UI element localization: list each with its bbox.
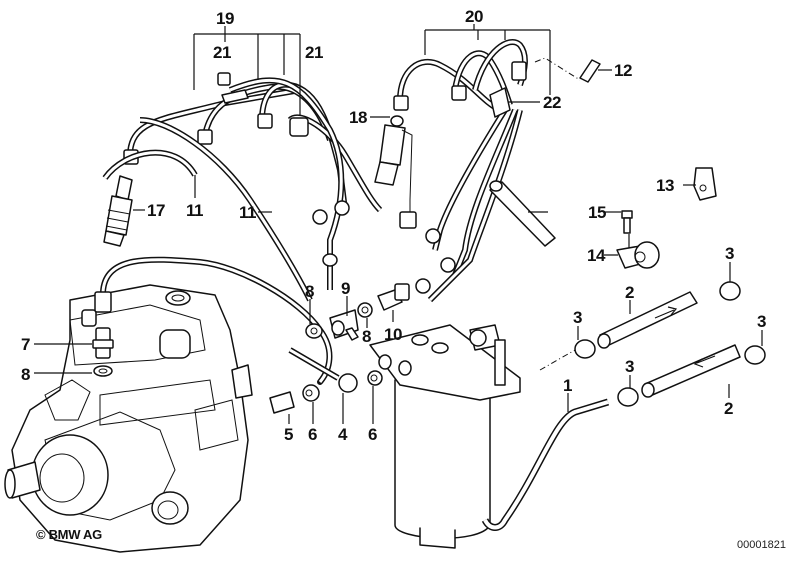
- t-piece-9: [329, 309, 359, 341]
- callout-2a: 2: [625, 283, 634, 302]
- callout-19: 20: [465, 7, 483, 26]
- gasket-ring-6b: [367, 370, 383, 386]
- callout-13: 13: [656, 176, 674, 195]
- gasket-ring-8c: [357, 302, 373, 318]
- callout-10: 10: [384, 325, 402, 344]
- gasket-ring-8b: [305, 323, 323, 339]
- callout-6b: 6: [368, 425, 377, 444]
- copyright-notice: © BMW AG: [36, 527, 102, 542]
- document-id: 00001821: [737, 539, 786, 551]
- hollow-bolt-5: [269, 391, 295, 414]
- callout-14: 14: [587, 246, 606, 265]
- callout-16: 17: [147, 201, 165, 220]
- hose-clamp-3d: [617, 387, 639, 407]
- callout-21b: 22: [543, 93, 561, 112]
- callout-5: 5: [284, 425, 293, 444]
- callout-3b: 3: [573, 308, 582, 327]
- line-clamp-20: [217, 72, 231, 86]
- banjo-fitting-4: [338, 373, 358, 393]
- callout-9: 9: [341, 279, 350, 298]
- leak-off-hose-11b: [139, 117, 313, 302]
- hose-2a: [597, 291, 698, 349]
- callout-3c: 3: [757, 312, 766, 331]
- injection-line-set-19: [393, 39, 528, 303]
- clamp-clip-13: [693, 167, 717, 201]
- callout-17: 18: [349, 108, 367, 127]
- callout-8a: 8: [21, 365, 30, 384]
- fuel-filter: [369, 324, 521, 549]
- callout-labels: 19 21 21 20 22 12 13 15 14 3 2 3 3 3 2 1…: [21, 7, 767, 444]
- callout-3d: 3: [625, 357, 634, 376]
- gasket-ring-8a: [93, 365, 113, 377]
- protective-cover-22: [489, 181, 556, 247]
- callout-20: 21: [213, 43, 231, 62]
- gasket-ring-6a: [302, 384, 320, 402]
- line-clamp-21b: [489, 87, 511, 118]
- callout-2b: 2: [724, 399, 733, 418]
- injector-with-sensor-17: [374, 115, 417, 229]
- callout-12: 12: [614, 61, 632, 80]
- callout-8b: 8: [305, 282, 314, 301]
- callout-21a: 21: [305, 43, 323, 62]
- hose-clamp-3a: [719, 281, 741, 301]
- callout-8c: 8: [362, 327, 371, 346]
- callout-11a: 11: [186, 201, 203, 220]
- bolt-15: [621, 210, 633, 219]
- line-clamp-21a: [289, 117, 309, 137]
- hose-2b: [641, 344, 741, 398]
- callout-11b: 11: [239, 203, 256, 222]
- sleeve-12: [579, 59, 601, 83]
- callout-15: 15: [588, 203, 606, 222]
- callout-3a: 3: [725, 244, 734, 263]
- injection-pump: [4, 284, 253, 553]
- hose-clamp-3b: [574, 339, 596, 359]
- hose-clamp-3c: [744, 345, 766, 365]
- fuel-return-pipe-1: [481, 398, 610, 531]
- callout-4: 4: [338, 425, 348, 444]
- leader-lines: [34, 24, 763, 424]
- callout-6a: 6: [308, 425, 317, 444]
- injector-nozzle-16: [103, 175, 133, 247]
- callout-7: 7: [21, 335, 30, 354]
- union-nut: [94, 291, 112, 313]
- callout-18: 19: [216, 9, 234, 28]
- callout-1: 1: [563, 376, 572, 395]
